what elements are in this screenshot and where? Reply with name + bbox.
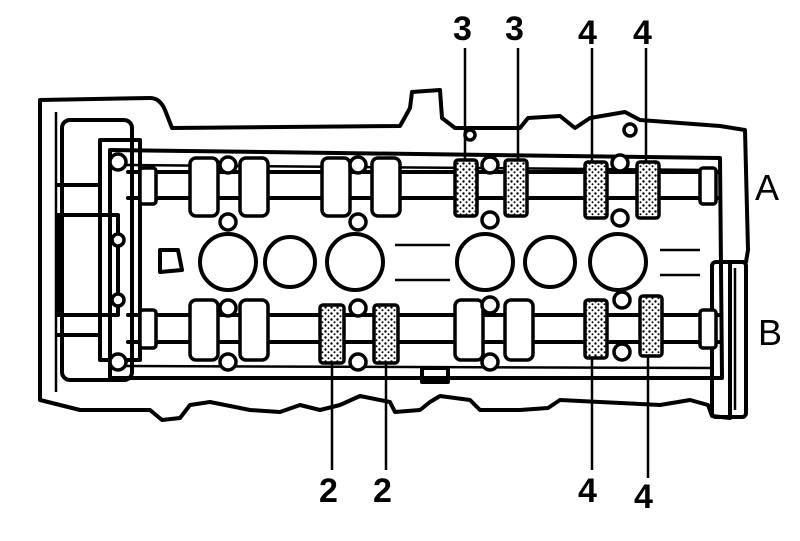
center-boss <box>420 366 450 384</box>
leader-lines <box>330 48 650 478</box>
callout-top-1: 3 <box>453 10 472 48</box>
callout-top-3: 4 <box>578 14 597 52</box>
callout-bottom-3: 4 <box>578 472 597 510</box>
cap-bolts <box>218 122 638 372</box>
timing-end-plate <box>56 118 142 382</box>
callout-bottom-4: 4 <box>634 478 653 516</box>
bearing-caps-row-b <box>138 294 718 365</box>
row-label-b: B <box>758 312 782 353</box>
callout-bottom-1: 2 <box>319 472 338 510</box>
callout-top-4: 4 <box>633 14 652 52</box>
bore-wells <box>158 232 700 292</box>
callout-bottom-2: 2 <box>373 472 392 510</box>
callout-top-2: 3 <box>505 10 524 48</box>
row-label-a: A <box>755 167 779 208</box>
